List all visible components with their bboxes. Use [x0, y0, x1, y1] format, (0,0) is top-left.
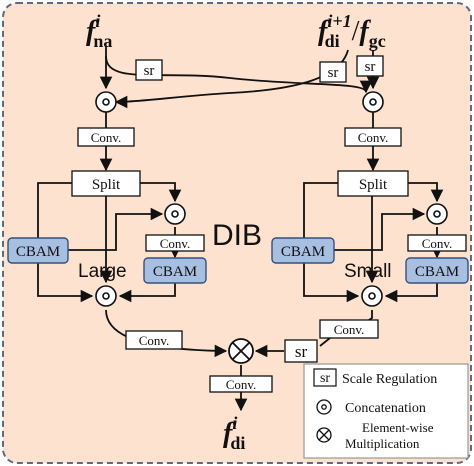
split-label: Split	[359, 177, 388, 193]
cbam-box-right-inner: CBAM	[405, 257, 469, 284]
edge-right-split-to-mid-concat	[408, 182, 444, 203]
sr-box-top-right-b: sr	[356, 55, 384, 77]
cbam-label: CBAM	[16, 244, 60, 260]
edge-left-cbam2-to-final-concat	[118, 283, 176, 303]
edge-fna-to-right-concat	[105, 55, 373, 94]
conv-box-bottom-left: Conv.	[125, 330, 183, 350]
edge-right-cbam2-to-final-concat	[384, 283, 438, 303]
conv-label: Conv.	[139, 333, 170, 348]
input-left-sub: na	[93, 31, 112, 51]
conv-box-top-left: Conv.	[77, 127, 135, 147]
edge-right-cbam-to-mid-concat	[334, 207, 426, 251]
conv-label: Conv.	[91, 130, 122, 145]
conv-label: Conv.	[422, 236, 453, 251]
sr-box-top-right-a: sr	[319, 61, 347, 83]
edge-left-split-to-mid-concat	[140, 182, 182, 203]
legend-sr-text: Scale Regulation	[342, 372, 437, 387]
conv-label: Conv.	[226, 377, 257, 392]
edge-left-split-branch-a	[37, 182, 72, 238]
legend-concat-row: Concatenation	[316, 399, 426, 416]
concat-right-mid	[426, 203, 448, 225]
conv-label: Conv.	[160, 236, 191, 251]
input-right-a-sup: i+1	[327, 11, 351, 31]
legend-sr-row: sr Scale Regulation	[313, 368, 437, 387]
sr-box-top-left: sr	[135, 59, 163, 81]
concat-right-bottom	[361, 285, 383, 307]
input-right-b-base: f	[359, 16, 371, 47]
multiply-node	[228, 338, 254, 364]
output-sup: i	[232, 413, 237, 433]
sr-label: sr	[144, 63, 155, 79]
legend-mult-text-line1: Element-wise	[362, 420, 434, 435]
legend-concat-text: Concatenation	[345, 401, 426, 416]
legend-sr-symbol: sr	[320, 371, 330, 386]
edge-left-cbam-to-mid-concat	[68, 207, 164, 251]
legend-mult-text-line2: Multiplication	[345, 436, 420, 451]
input-left-sup: i	[95, 11, 100, 31]
concat-left-mid	[164, 203, 186, 225]
conv-box-top-right: Conv.	[344, 127, 402, 147]
cbam-box-left-outer: CBAM	[7, 237, 69, 264]
output-base: f	[223, 418, 235, 449]
split-label: Split	[92, 177, 121, 193]
input-separator: /	[352, 16, 360, 47]
cbam-label: CBAM	[153, 264, 197, 280]
input-right-b-sub: gc	[369, 31, 386, 51]
edge-left-cbam-to-final-concat	[37, 262, 94, 303]
cbam-box-right-outer: CBAM	[271, 237, 335, 264]
large-label: Large	[78, 261, 127, 282]
conv-box-left-mid: Conv.	[145, 234, 205, 252]
edge-right-conv-to-sr	[319, 337, 331, 347]
edge-right-split-branch-a	[303, 182, 338, 238]
output-sub: di	[230, 433, 245, 453]
sr-label: sr	[295, 342, 308, 361]
small-label: Small	[344, 261, 392, 282]
split-box-right: Split	[337, 170, 409, 197]
concat-left-bottom	[95, 285, 117, 307]
input-right-a-base: f	[318, 16, 330, 47]
conv-box-output: Conv.	[209, 375, 273, 393]
sr-label: sr	[328, 65, 339, 81]
sr-label: sr	[365, 59, 376, 75]
conv-label: Conv.	[334, 322, 365, 337]
conv-label: Conv.	[358, 130, 389, 145]
split-box-left: Split	[71, 170, 141, 197]
legend: sr Scale Regulation Concatenation Elemen…	[303, 363, 469, 459]
concat-right-top	[362, 91, 384, 113]
input-left-base: f	[86, 16, 98, 47]
cbam-box-left-inner: CBAM	[143, 257, 207, 284]
concat-left-top	[95, 91, 117, 113]
conv-box-right-mid: Conv.	[407, 234, 467, 252]
sr-box-bottom: sr	[284, 339, 318, 363]
edge-right-cbam-to-final-concat	[303, 262, 360, 303]
conv-box-bottom-right: Conv.	[319, 319, 379, 339]
cbam-label: CBAM	[281, 244, 325, 260]
legend-mult-row: Element-wise Multiplication	[316, 420, 434, 451]
cbam-label: CBAM	[415, 264, 459, 280]
input-right-a-sub: di	[325, 31, 340, 51]
dib-title: DIB	[212, 219, 262, 252]
